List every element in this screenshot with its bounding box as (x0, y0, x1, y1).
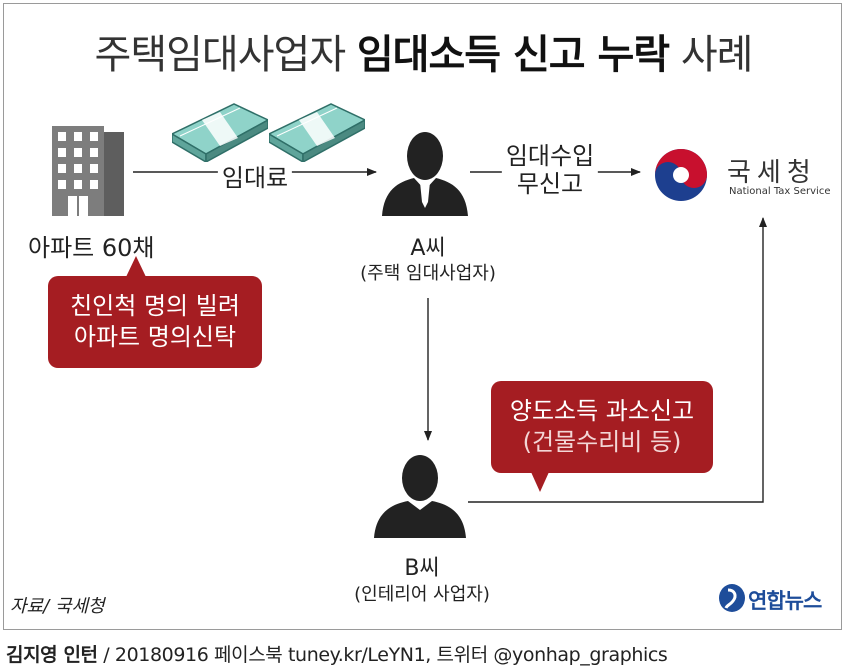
overreport-line-2: (건물수리비 등) (522, 428, 682, 456)
b-to-nts-arrow (468, 217, 767, 503)
title-tail: 사례 (669, 32, 754, 78)
unreported-line-2: 무신고 (516, 170, 584, 198)
person-a-icon (382, 132, 468, 216)
nts-english: National Tax Service (729, 186, 831, 197)
footer-author: 김지영 인턴 (6, 644, 98, 666)
title-bold: 임대소득 신고 누락 (356, 32, 670, 78)
nts-emblem-icon (655, 149, 707, 201)
borrowed-line-1: 친인척 명의 빌려 (70, 292, 240, 320)
overreport-callout: 양도소득 과소신고 (건물수리비 등) (491, 381, 713, 492)
money-icon-1 (172, 103, 268, 162)
yonhap-logo-text: 연합뉴스 (748, 589, 822, 613)
page-title: 주택임대사업자 임대소득 신고 누락 사례 (0, 22, 847, 80)
apartment-building-icon (52, 126, 124, 216)
title-normal: 주택임대사업자 (94, 32, 357, 78)
person-a-role: (주택 임대사업자) (360, 263, 496, 284)
footer-info: / 20180916 페이스북 tuney.kr/LeYN1, 트위터 @yon… (97, 644, 668, 666)
money-icon-2 (269, 103, 365, 162)
person-a-name: A씨 (410, 236, 446, 261)
rent-label: 임대료 (217, 158, 293, 193)
borrowed-names-callout: 친인척 명의 빌려 아파트 명의신탁 (48, 256, 262, 368)
unreported-label: 임대수입 무신고 (501, 142, 599, 198)
nts-name: 국세청 (727, 158, 817, 188)
source-note: 자료/ 국세청 (10, 596, 105, 617)
credit-footer: 김지영 인턴 / 20180916 페이스북 tuney.kr/LeYN1, 트… (6, 640, 668, 667)
unreported-line-1: 임대수입 (505, 142, 595, 170)
person-b-role: (인테리어 사업자) (354, 584, 490, 605)
person-b-name: B씨 (404, 556, 440, 581)
person-b-icon (374, 455, 466, 538)
borrowed-line-2: 아파트 명의신탁 (73, 323, 237, 351)
yonhap-emblem-icon (719, 584, 745, 612)
overreport-line-1: 양도소득 과소신고 (509, 397, 695, 425)
